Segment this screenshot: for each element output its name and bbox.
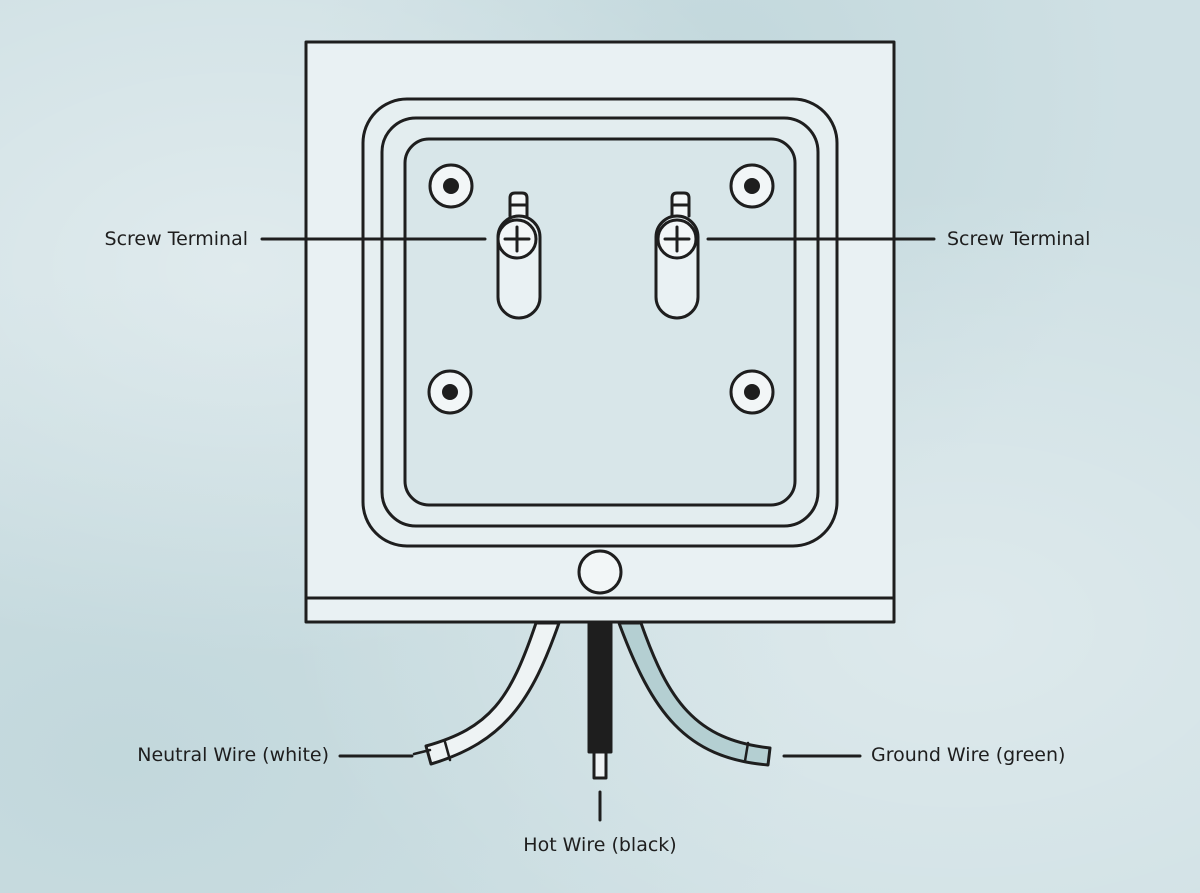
screw-terminal-left-icon xyxy=(496,191,542,320)
label-ground-wire: Ground Wire (green) xyxy=(871,744,1065,766)
neutral-wire-icon xyxy=(424,621,561,766)
label-neutral-wire: Neutral Wire (white) xyxy=(137,744,329,766)
label-screw-terminal-right: Screw Terminal xyxy=(947,228,1090,250)
hot-wire-icon xyxy=(587,620,613,780)
label-hot-wire: Hot Wire (black) xyxy=(523,834,676,856)
mount-hole-bottom-right xyxy=(729,369,775,415)
screw-terminal-right-icon xyxy=(654,191,700,320)
mount-hole-bottom-left xyxy=(427,369,473,415)
mount-hole-top-left xyxy=(428,163,474,209)
ground-screw-hole xyxy=(577,549,623,595)
mount-hole-top-right xyxy=(729,163,775,209)
label-screw-terminal-left: Screw Terminal xyxy=(105,228,248,250)
ground-wire-icon xyxy=(617,621,772,767)
